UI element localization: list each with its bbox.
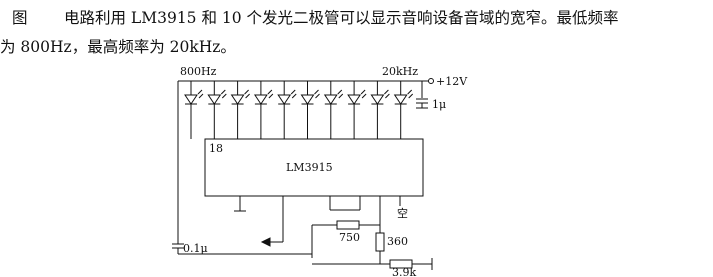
led-2 [207, 81, 227, 139]
led-3 [230, 81, 250, 139]
led-4 [253, 81, 274, 139]
res-360 [375, 232, 385, 252]
led-5 [277, 81, 297, 139]
led-7 [323, 81, 344, 139]
led-array [184, 81, 414, 139]
res-750 [336, 220, 360, 230]
signal-arrow [260, 237, 271, 247]
figure-label: 图 [12, 9, 28, 27]
lm3915-chip [204, 138, 424, 197]
caption-line-2: 为 800Hz，最高频率为 20kHz。 [0, 38, 236, 56]
chip-name-label: LM3915 [286, 161, 333, 174]
supply-cap-label: 1μ [432, 98, 446, 111]
supply-label: +12V [436, 75, 468, 88]
freq-low-label: 800Hz [180, 65, 217, 78]
supply-terminal [428, 78, 434, 84]
mode-mark-label: 空 [397, 206, 408, 220]
led-6 [300, 81, 320, 139]
led-1 [184, 81, 204, 139]
led-9 [370, 81, 390, 139]
caption-line-1: 图 电路利用 LM3915 和 10 个发光二极管可以显示音响设备音域的宽窄。最低… [0, 4, 713, 33]
res-360-label: 360 [387, 235, 408, 248]
figure-caption: 图 电路利用 LM3915 和 10 个发光二极管可以显示音响设备音域的宽窄。最低… [0, 4, 713, 62]
caption-text-1: 电路利用 LM3915 和 10 个发光二极管可以显示音响设备音域的宽窄。最低频… [64, 9, 619, 27]
pin-18-label: 18 [209, 142, 223, 155]
res-3k9-label: 3.9k [392, 266, 416, 277]
freq-high-label: 20kHz [382, 65, 418, 78]
input-cap-label: 0.1μ [183, 242, 208, 255]
led-10 [393, 81, 414, 139]
res-750-label: 750 [339, 231, 360, 244]
led-8 [347, 81, 367, 139]
